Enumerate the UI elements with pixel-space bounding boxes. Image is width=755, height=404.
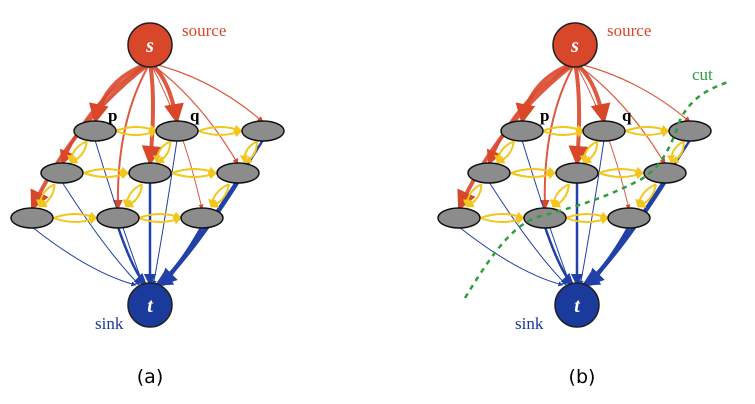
pixel-node xyxy=(73,120,117,142)
neighbor-edge xyxy=(171,166,217,175)
neighbor-edge xyxy=(598,166,644,175)
neighbor-edge xyxy=(83,166,129,175)
pixel-node xyxy=(607,207,651,229)
sink-edge xyxy=(116,226,148,286)
neighbor-edge xyxy=(53,216,98,225)
sink-edge xyxy=(458,226,564,287)
source-node-label: s xyxy=(145,35,154,57)
source-edge xyxy=(149,62,239,165)
pixel-q-label: q xyxy=(622,106,632,125)
neighbor-edge xyxy=(210,184,230,208)
source-edge xyxy=(574,62,691,123)
pixel-node xyxy=(467,162,511,184)
sink-label: sink xyxy=(95,314,124,333)
pixel-node xyxy=(155,120,199,142)
neighbor-edge xyxy=(583,141,599,164)
sink-edge xyxy=(31,226,137,287)
pixel-node xyxy=(523,207,567,229)
source-edge xyxy=(568,62,589,166)
sink-node xyxy=(554,282,600,328)
neighbor-edge xyxy=(243,141,258,164)
neighbor-edge xyxy=(198,129,243,138)
sink-node-label: t xyxy=(574,295,581,317)
source-label: source xyxy=(607,21,651,40)
neighbor-edge xyxy=(480,211,525,220)
neighbor-edge xyxy=(637,184,657,208)
neighbor-edge xyxy=(38,184,56,208)
pixel-node xyxy=(241,120,285,142)
pixel-node xyxy=(10,207,54,229)
pixel-node xyxy=(668,120,712,142)
pixel-node xyxy=(643,162,687,184)
source-node-label: s xyxy=(570,35,579,57)
neighbor-edge xyxy=(69,141,88,164)
pixel-node xyxy=(40,162,84,184)
neighbor-edge xyxy=(198,124,243,133)
pixel-node xyxy=(582,120,626,142)
pixel-p-label: p xyxy=(540,106,549,125)
caption-b: (b) xyxy=(569,366,596,388)
neighbor-edge xyxy=(552,184,570,208)
neighbor-edge xyxy=(480,216,525,225)
pixel-node xyxy=(555,162,599,184)
neighbor-edge xyxy=(542,129,585,138)
sink-edge xyxy=(61,181,140,286)
pixel-node xyxy=(216,162,260,184)
neighbor-edges xyxy=(35,124,258,225)
source-edge xyxy=(515,61,576,124)
source-edge xyxy=(149,62,264,123)
cut-line xyxy=(463,80,729,299)
sink-edge xyxy=(581,226,631,287)
neighbor-edge xyxy=(138,211,182,220)
pixel-nodes xyxy=(437,120,712,229)
source-node xyxy=(127,22,173,68)
source-label: source xyxy=(182,21,226,40)
pixel-p-label: p xyxy=(108,106,117,125)
neighbor-edge xyxy=(138,216,182,225)
pixel-node xyxy=(128,162,172,184)
sink-node-label: t xyxy=(147,295,154,317)
neighbor-edges xyxy=(462,124,685,225)
sink-edges xyxy=(31,139,265,287)
pixel-node xyxy=(96,207,140,229)
sink-edge xyxy=(488,181,567,286)
neighbor-edge xyxy=(125,184,143,208)
neighbor-edge xyxy=(465,184,483,208)
neighbor-edge xyxy=(625,124,670,133)
sink-edges xyxy=(458,139,692,287)
pixel-node xyxy=(180,207,224,229)
neighbor-edge xyxy=(171,171,217,180)
neighbor-edge xyxy=(115,124,158,133)
neighbor-edge xyxy=(670,141,685,164)
sink-edge xyxy=(154,226,204,287)
neighbor-edge xyxy=(625,129,670,138)
source-node xyxy=(552,22,598,68)
panel-a: s source t sink p q (a) xyxy=(10,21,285,388)
sink-node xyxy=(127,282,173,328)
neighbor-edge xyxy=(510,166,556,175)
neighbor-edge xyxy=(565,211,609,220)
neighbor-edge xyxy=(115,129,158,138)
sink-edge xyxy=(543,226,575,286)
neighbor-edge xyxy=(598,171,644,180)
source-edge xyxy=(141,62,162,166)
panel-b: cut s source t sink p q (b) xyxy=(437,21,729,388)
source-edge xyxy=(574,62,666,165)
pixel-node xyxy=(437,207,481,229)
neighbor-edge xyxy=(53,211,98,220)
sink-label: sink xyxy=(515,314,544,333)
neighbor-edge xyxy=(542,124,585,133)
cut-label: cut xyxy=(692,65,713,84)
neighbor-edge xyxy=(156,141,172,164)
caption-a: (a) xyxy=(137,366,163,388)
neighbor-edge xyxy=(496,141,515,164)
neighbor-edge xyxy=(565,216,609,225)
pixel-node xyxy=(500,120,544,142)
pixel-nodes xyxy=(10,120,285,229)
pixel-q-label: q xyxy=(190,106,200,125)
